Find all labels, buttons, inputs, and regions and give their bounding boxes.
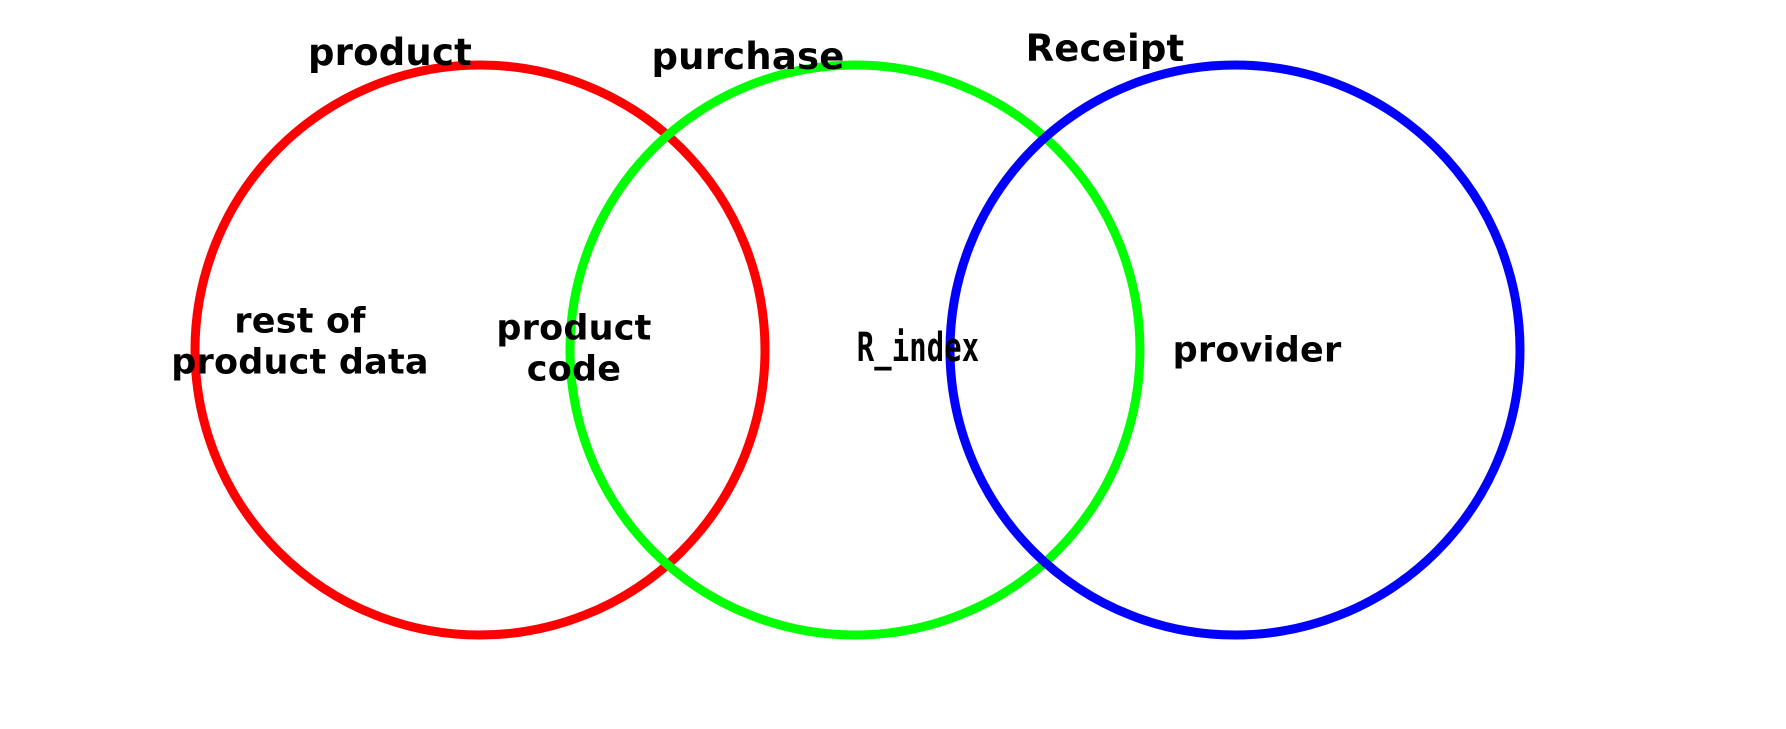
region-label-line: product data (171, 342, 429, 382)
region-label-line: code (526, 349, 622, 389)
set-title-receipt: Receipt (1025, 27, 1185, 70)
region-label-provider: provider (1173, 331, 1342, 372)
set-title-purchase: purchase (651, 35, 845, 78)
set-circle-purchase (565, 60, 1145, 640)
region-label-line: provider (1172, 330, 1342, 371)
set-circle-receipt (945, 60, 1525, 640)
set-title-product: product (308, 31, 472, 74)
region-label-r-index: R_index (857, 325, 979, 371)
region-label-line: R_index (856, 324, 980, 371)
region-label-line: rest of (234, 301, 366, 342)
set-circle-product (190, 60, 770, 640)
region-label-line: product (496, 308, 652, 349)
